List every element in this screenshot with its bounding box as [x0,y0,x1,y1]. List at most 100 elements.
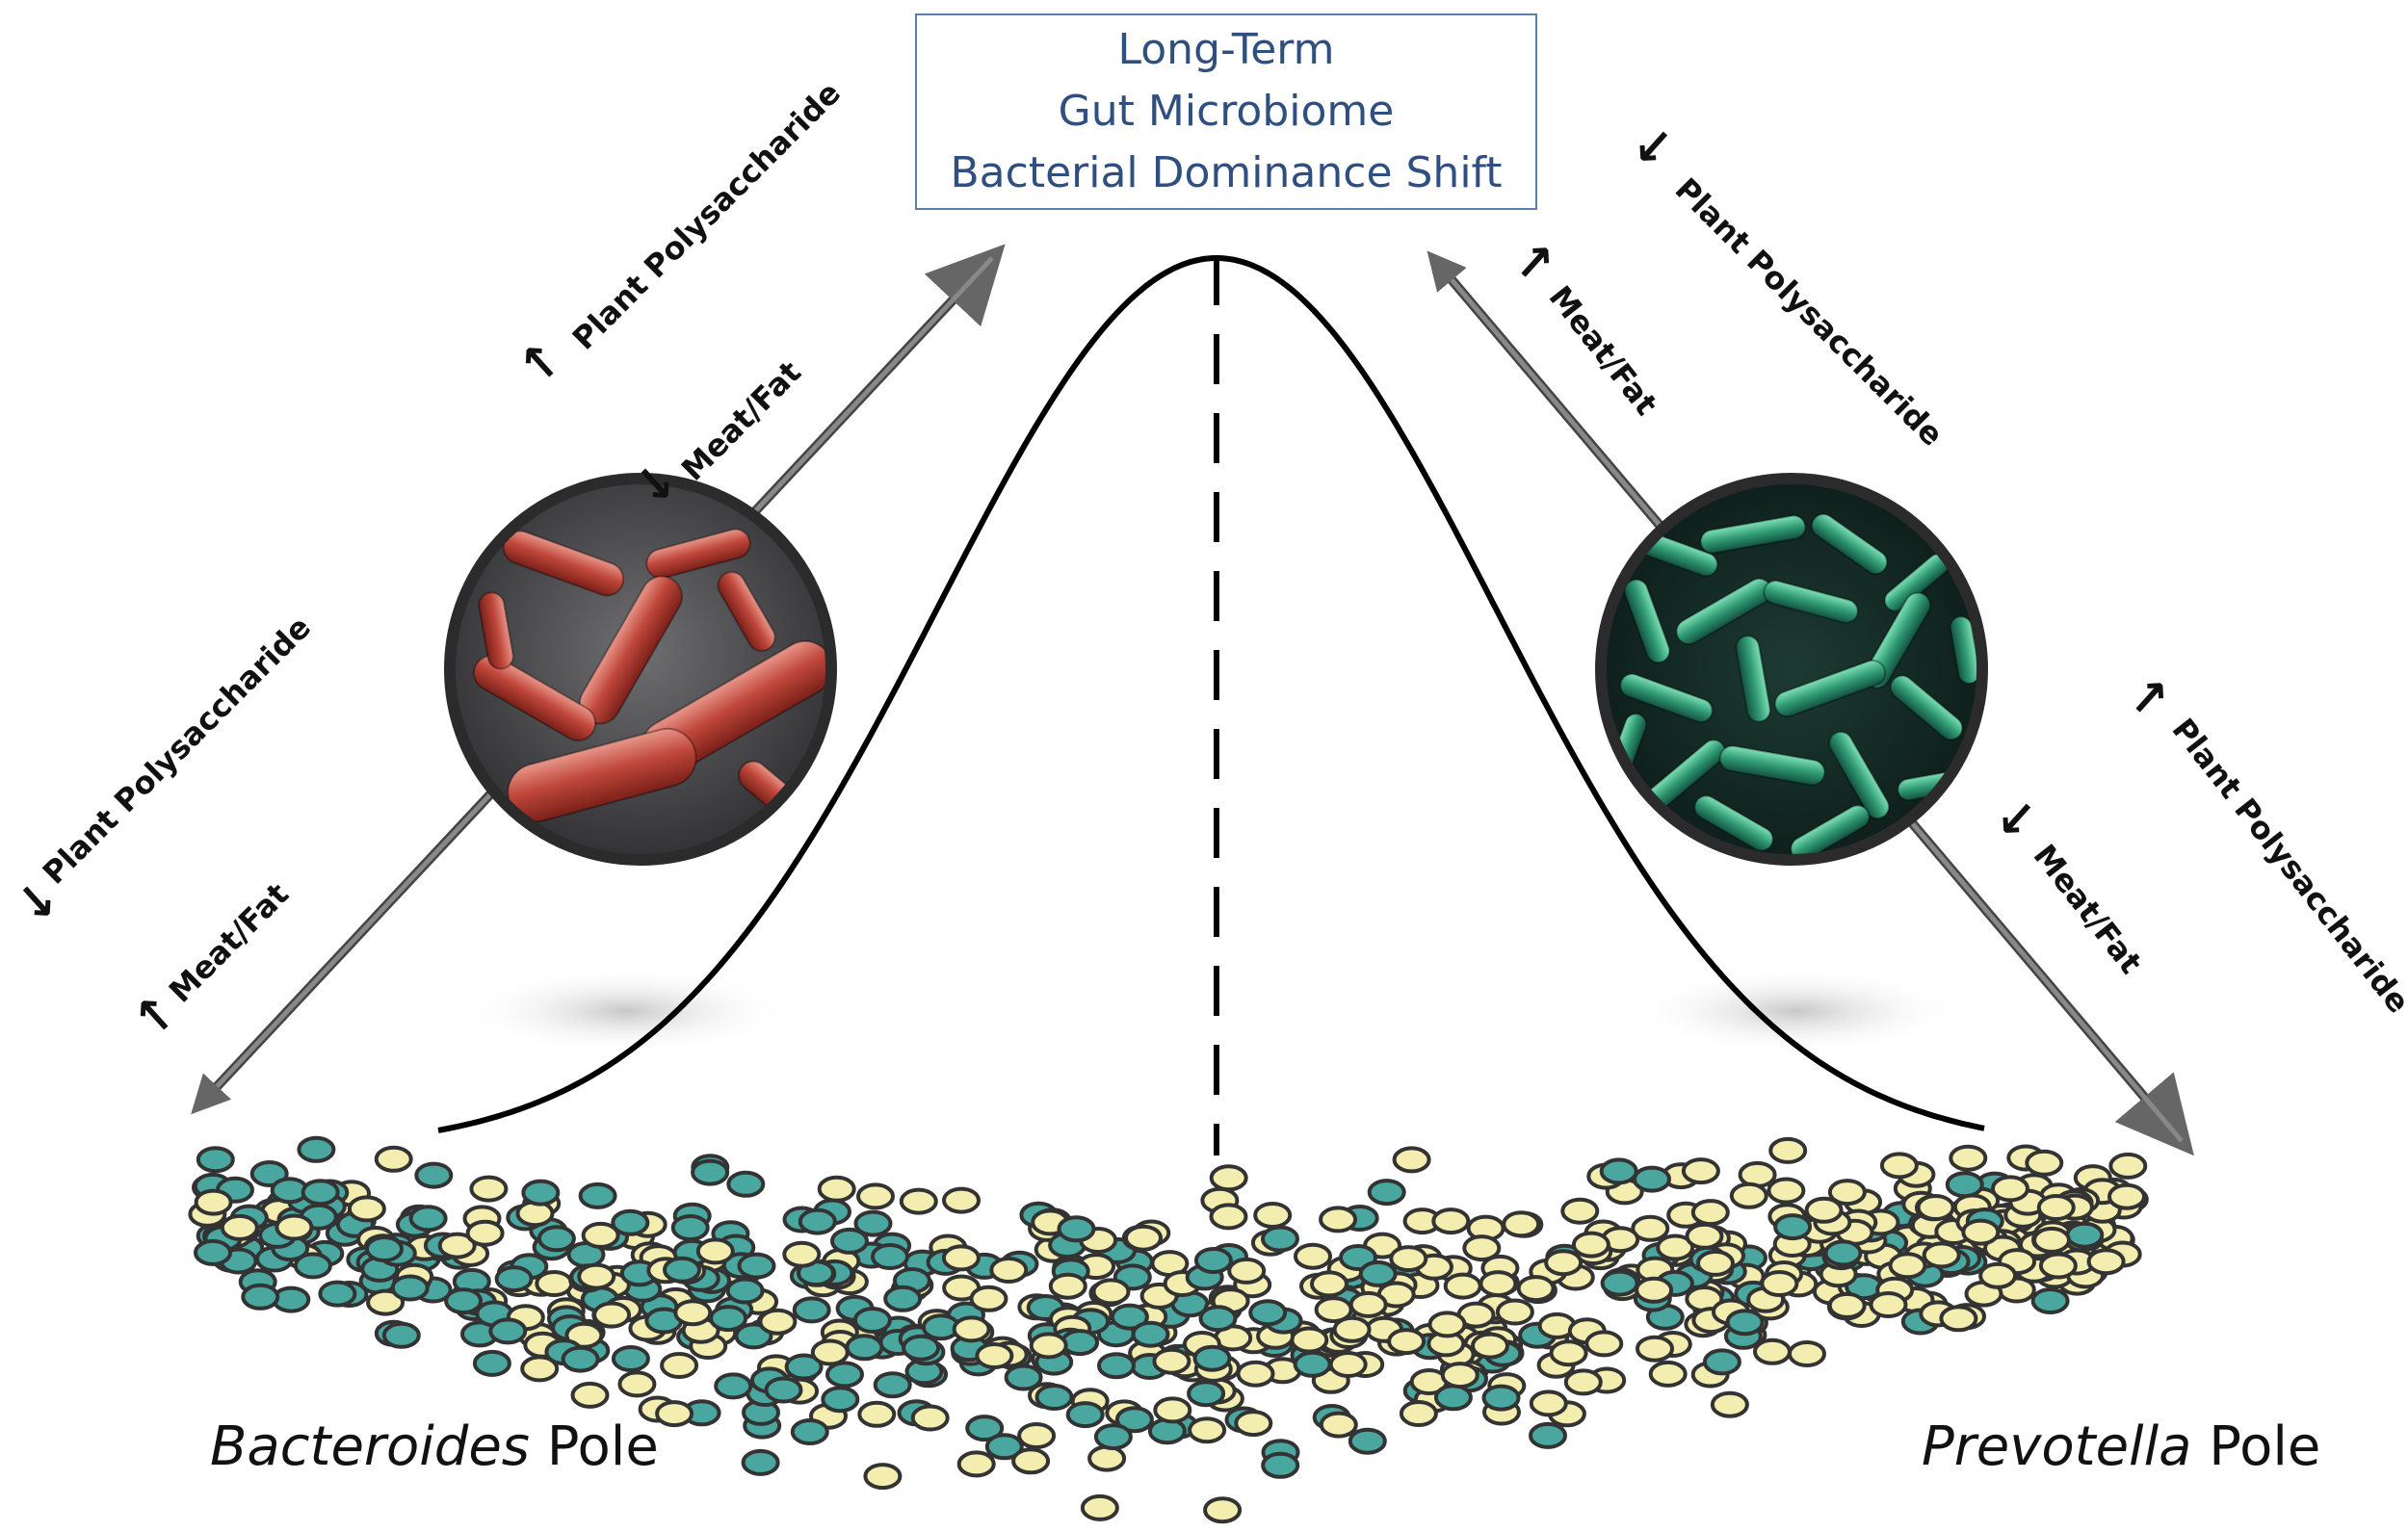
bacteria-dot [561,1345,600,1373]
bacteria-dot [941,1244,981,1272]
bacteria-dot [1939,1305,1978,1333]
bacteria-dot [883,1285,923,1312]
bacterium-rod [1828,731,1890,819]
title-line-3: Bacterial Dominance Shift [950,148,1503,197]
bacteria-dot [1319,1411,1358,1439]
bacteria-dot [670,1214,710,1241]
bacteria-dot [1093,1423,1133,1451]
bell-curve [437,255,1985,1133]
bacteria-dot [714,1372,753,1400]
bacteria-dot [1462,1234,1502,1262]
bacteria-dot [1529,1421,1567,1449]
bacteria-dot [784,1353,824,1381]
bacteria-dot [1502,1210,1541,1238]
bacteria-dot [301,1179,340,1207]
bacteria-dot [1544,1249,1584,1277]
bacteria-dot [725,1277,765,1305]
bacteria-dot [1635,1276,1674,1304]
bacteria-dot [1631,1214,1670,1242]
bacteria-dot [1367,1179,1406,1207]
bacteria-dot [1433,1384,1473,1412]
bacteria-dot [275,1213,314,1241]
bacteria-dot [863,1463,903,1491]
bacteria-dot [899,1187,938,1215]
prevotella-micrograph-icon [1595,473,1988,866]
bacterium-rod [1623,578,1671,664]
bacteria-dot [1685,1222,1724,1250]
bacteria-dot [853,1209,893,1237]
bacteria-dot [1888,1252,1927,1280]
bacteria-dot [1004,1363,1043,1391]
title-box: Long-Term Gut Microbiome Bacterial Domin… [915,13,1537,210]
bacteria-dot [910,1404,950,1432]
bacteria-dot [2108,1152,2148,1180]
bacterium-rod [1699,514,1807,555]
bacteria-dot [1209,1203,1248,1231]
title-line-2: Gut Microbiome [1058,87,1395,136]
bacteria-dot [1495,1298,1534,1326]
bacterium-rod [478,591,514,670]
bacteria-dot [1187,1380,1226,1408]
bacteria-dot [1328,1351,1368,1378]
bacteria-dot [1991,1175,2029,1203]
bacteria-dot [1389,1245,1428,1273]
bacteria-dot [2107,1182,2146,1210]
bacteria-dot [390,1274,430,1302]
bacteria-dot [691,1158,730,1186]
bacteria-dot [1131,1320,1170,1348]
bacteria-dot [1192,1344,1232,1372]
bacteria-dot [1571,1231,1610,1259]
bacteria-dot [1710,1390,1749,1418]
prevotella-pole-suffix: Pole [2191,1415,2321,1478]
bacteria-dot [1431,1207,1471,1235]
bacteria-dot [709,1305,748,1333]
bacteria-dot [1681,1157,1720,1185]
bacteria-dot [1203,1496,1243,1524]
bacteria-dot [1427,1311,1467,1338]
bacteria-dot [1702,1348,1741,1376]
bacteria-dot [1290,1326,1329,1354]
bacterium-rod [717,571,776,652]
bacteria-dot [469,1175,509,1203]
bacteria-dot [365,1235,404,1262]
bacteria-dot [1087,1444,1127,1472]
bacteria-dot [873,1371,912,1399]
bacteria-dot [1656,1233,1695,1261]
bacteria-dot [1869,1291,1908,1318]
bacteria-dot [2032,1226,2071,1254]
bacteria-dot [194,1188,233,1216]
bacteria-dot [1348,1290,1388,1318]
bacteria-dot [1234,1410,1273,1438]
bacteria-dot [1310,1270,1348,1298]
bacteria-dot [465,1219,505,1247]
bacteria-dot [617,1370,657,1398]
bacteria-dot [1034,1384,1074,1411]
bacteria-dot [1696,1249,1735,1277]
bacteria-dot [577,1262,616,1290]
bacteria-dot [1636,1335,1674,1363]
bacteria-dot [1949,1144,1988,1172]
bacteria-dot [1648,1360,1688,1388]
bacteria-dot [1392,1146,1431,1174]
bacteria-dot [969,1285,1008,1312]
bacteria-dot [663,1256,701,1284]
bacteria-dot [956,1450,996,1478]
bacteria-dot [782,1240,822,1268]
bacteria-dot [611,1208,650,1236]
bacteria-dot [1332,1315,1372,1343]
bacterium-rod [1810,513,1889,575]
bacteria-dot [2030,1287,2070,1314]
bacteria-dot [1773,1213,1813,1241]
bacteria-dot [1599,1157,1638,1185]
bacteria-dot [1198,1305,1238,1333]
bacteria-dot [871,1243,909,1270]
bacteria-dot [1060,1329,1100,1357]
bacteria-dot [965,1415,1005,1442]
bacteria-dot [1294,1242,1332,1270]
bacteria-dot [1124,1224,1163,1252]
bacteria-dot [494,1265,534,1293]
bacterium-rod [1889,674,1964,741]
bacteria-dot [942,1186,981,1214]
bacteria-dot [2038,1252,2078,1280]
bacteria-dot [521,1179,561,1207]
